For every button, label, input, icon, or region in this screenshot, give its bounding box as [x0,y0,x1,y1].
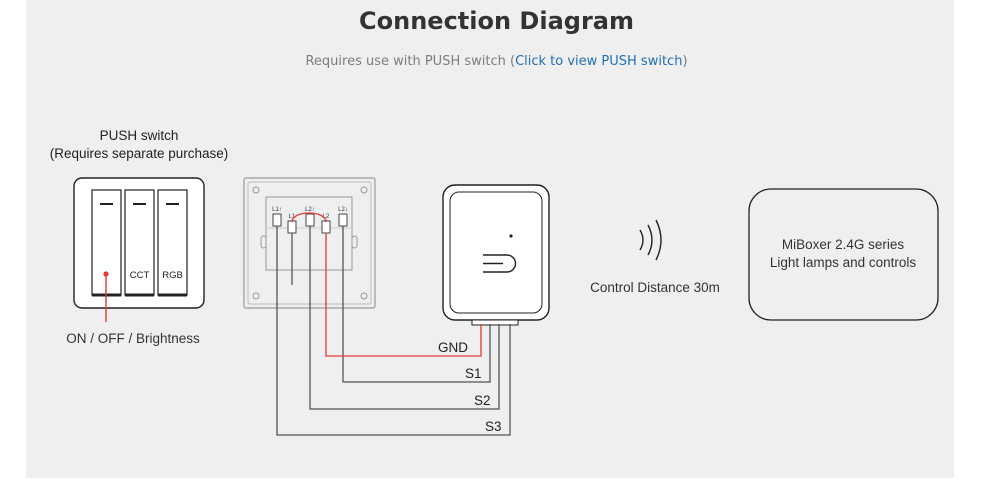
terminal-label-l2: L2 [323,214,330,220]
terminal-l1-up [272,213,282,227]
button-icon [483,254,517,273]
terminal-l1 [287,220,297,234]
wire-label-s2: S2 [474,393,491,408]
push-switch: CCT RGB [73,177,205,309]
push-switch-link[interactable]: Click to view PUSH switch [515,54,683,69]
jumper-wire [291,212,327,223]
miboxer-line2: Light lamps and controls [770,255,917,270]
screw-hole-icon [252,292,260,300]
terminal-label-l2-down: L2↓ [338,207,348,213]
wire-s2 [309,226,500,410]
page-title: Connection Diagram [359,7,634,35]
function-label: ON / OFF / Brightness [66,331,200,346]
wire-label-gnd: GND [438,340,468,355]
terminal-label-l1-up: L1↑ [272,207,282,213]
terminal-l2-down [338,213,348,227]
subtitle-text-before: Requires use with PUSH switch ( [305,54,516,69]
wire-s3 [276,226,511,436]
push-switch-note: (Requires separate purchase) [50,146,229,161]
wire-label-s1: S1 [465,366,482,381]
switch-button-rgb [157,189,188,296]
miboxer-box [748,188,939,321]
receiver-module [442,184,550,326]
terminal-block: L1↑ L1 L2↑ L2 L2↓ [272,207,348,234]
wire-gnd [325,233,482,357]
terminal-label-l2-up: L2↑ [305,207,315,213]
button-label-rgb: RGB [162,270,183,281]
subtitle-text-after: ) [682,54,688,69]
indicator-dot [103,271,109,277]
terminal-l2 [321,220,331,234]
terminal-l2-up [305,213,315,227]
terminal-label-l1: L1 [289,214,296,220]
push-switch-title: PUSH switch [100,128,179,143]
screw-hole-icon [252,186,260,194]
wireless-signal-icon [639,219,662,261]
button-label-cct: CCT [130,270,150,281]
wire-label-s3: S3 [485,419,502,434]
wiring [276,226,511,436]
wire-s1 [342,226,491,383]
wall-plate [243,177,376,309]
control-distance-label: Control Distance 30m [590,280,720,295]
status-led-icon [509,234,513,238]
screw-hole-icon [360,292,368,300]
page-subtitle: Requires use with PUSH switch (Click to … [0,54,993,69]
screw-hole-icon [360,186,368,194]
miboxer-line1: MiBoxer 2.4G series [782,237,905,252]
